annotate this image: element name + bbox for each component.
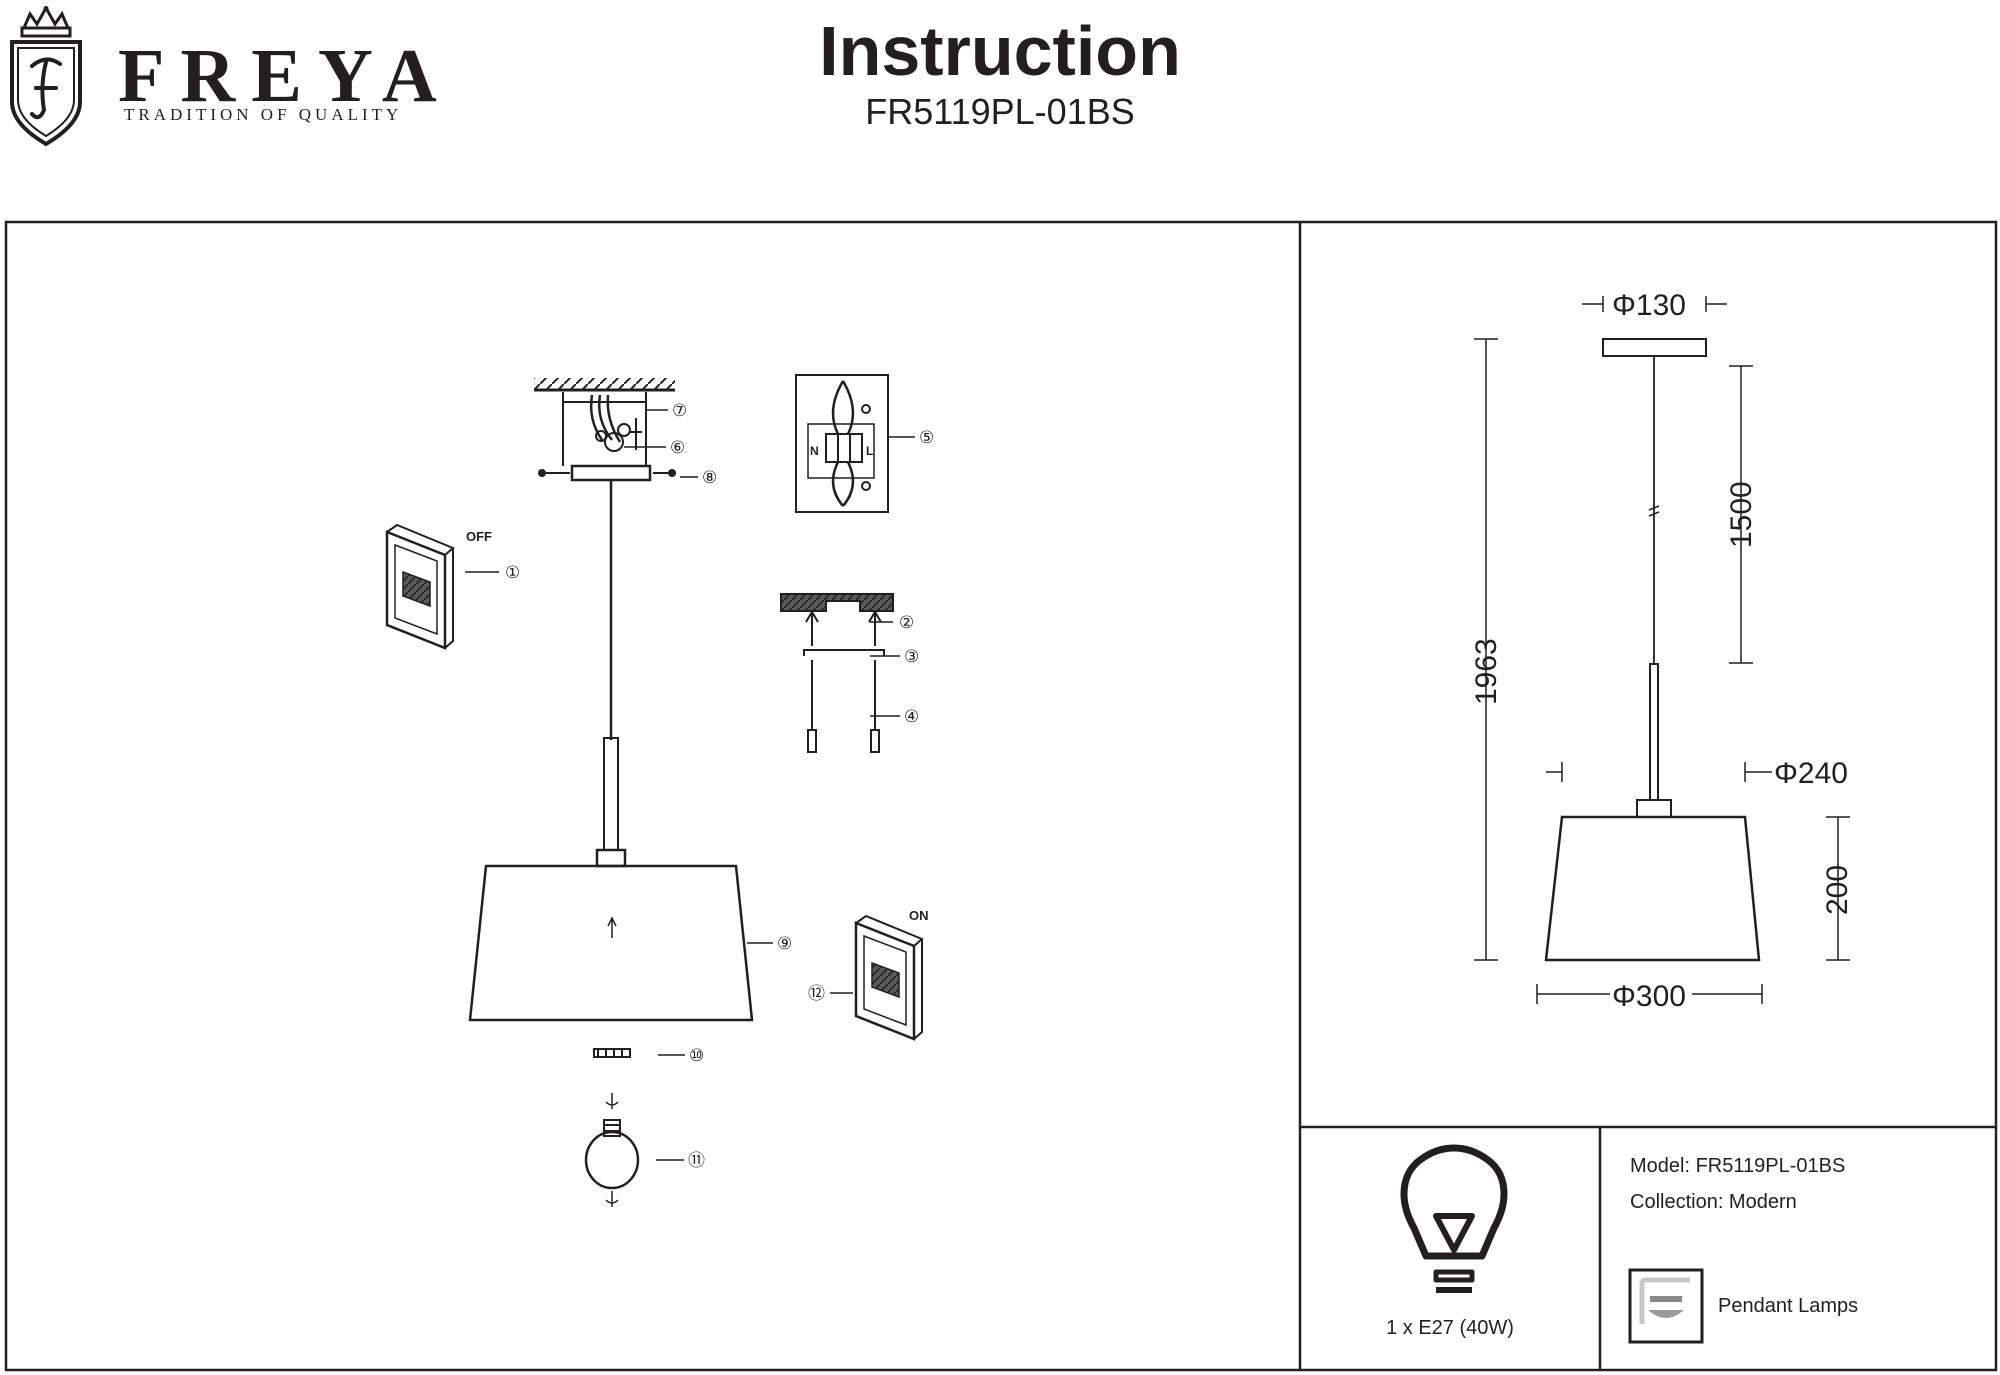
model-code: FR5119PL-01BS: [865, 91, 1135, 132]
callout-2: ②: [899, 613, 914, 632]
rotate-icon: [605, 1093, 619, 1109]
callout-12: ⑫: [808, 984, 825, 1003]
bulb-icon: [1400, 1144, 1508, 1293]
collection-spec: Collection: Modern: [1630, 1191, 1797, 1213]
power-switch-off: [385, 523, 455, 650]
terminal-l-label: L: [866, 444, 873, 458]
power-switch-on: [854, 914, 924, 1041]
rotate-icon: [605, 1191, 619, 1207]
callout-leaders: [465, 409, 915, 1161]
dim-shade: [1544, 815, 1761, 962]
callout-11: ⑪: [688, 1151, 705, 1170]
callout-7: ⑦: [672, 401, 687, 420]
ceiling-hatch: [534, 378, 675, 392]
callout-1: ①: [505, 563, 520, 582]
shade-arrow: [607, 916, 617, 938]
callout-numbers: ① ② ③ ④ ⑤ ⑥ ⑦ ⑧ ⑨ ⑩ ⑪ ⑫: [505, 401, 934, 1170]
shade-top-diameter-value: Φ240: [1774, 757, 1848, 790]
lamp-shade: [468, 864, 754, 1022]
shade-height-value: 200: [1821, 865, 1854, 915]
callout-8: ⑧: [702, 468, 717, 487]
bulb-spec: 1 x E27 (40W): [1386, 1317, 1514, 1339]
canopy-screws: [538, 469, 676, 477]
dimension-drawing: [1474, 296, 1850, 1004]
bulb-ring: [593, 1048, 631, 1058]
model-spec: Model: FR5119PL-01BS: [1630, 1155, 1846, 1177]
terminal-n-label: N: [810, 444, 819, 458]
brand-tagline: TRADITION OF QUALITY: [124, 105, 403, 124]
brand-logo: FREYA TRADITION OF QUALITY: [0, 0, 440, 150]
shade-bottom-diameter-value: Φ300: [1612, 980, 1686, 1013]
dim-stem: [1649, 663, 1659, 801]
callout-10: ⑩: [689, 1046, 704, 1065]
brand-name: FREYA: [118, 34, 453, 118]
canopy: [570, 464, 652, 482]
callout-3: ③: [904, 647, 919, 666]
callout-5: ⑤: [919, 428, 934, 447]
callout-4: ④: [904, 707, 919, 726]
shade-holder: [595, 848, 627, 868]
terminal-block-panel: [795, 374, 889, 513]
dim-canopy: [1602, 338, 1707, 357]
total-height-value: 1963: [1470, 638, 1503, 705]
page-title: Instruction: [819, 12, 1181, 90]
mounting-bracket: [562, 392, 647, 466]
light-bulb: [584, 1119, 640, 1190]
switch-off-label: OFF: [466, 529, 492, 544]
switch-on-label: ON: [909, 908, 929, 923]
crest-icon: [10, 6, 82, 147]
ceiling-anchor-detail: [780, 593, 894, 753]
assembly-diagram: [385, 374, 924, 1207]
dim-holder: [1636, 799, 1672, 818]
canopy-diameter-value: Φ130: [1612, 289, 1686, 322]
pendant-lamp-icon: [1628, 1268, 1704, 1344]
cord-length-value: 1500: [1725, 481, 1758, 548]
callout-6: ⑥: [670, 438, 685, 457]
callout-9: ⑨: [777, 934, 792, 953]
category-spec: Pendant Lamps: [1718, 1295, 1859, 1317]
sheet-frame: [4, 220, 1998, 1372]
stem-tube: [603, 737, 619, 851]
